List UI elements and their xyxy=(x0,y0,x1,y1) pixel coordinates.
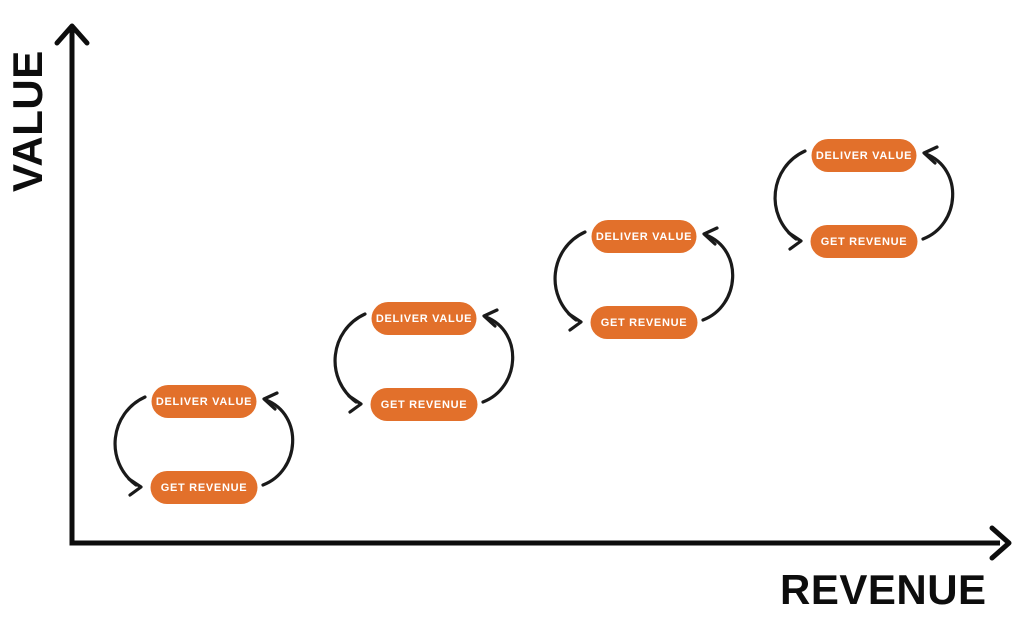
growth-cycle-3: DELIVER VALUE GET REVENUE xyxy=(544,218,744,346)
down-arrowhead-icon xyxy=(127,477,143,497)
deliver-value-label: DELIVER VALUE xyxy=(155,395,253,408)
deliver-value-pill: DELIVER VALUE xyxy=(151,385,257,418)
curved-arrow-down-icon xyxy=(553,230,587,322)
growth-cycle-1: DELIVER VALUE GET REVENUE xyxy=(104,383,304,511)
curved-arrow-up-icon xyxy=(481,315,515,404)
down-arrowhead-icon xyxy=(347,394,363,414)
get-revenue-label: GET REVENUE xyxy=(160,481,248,494)
curved-arrow-up-icon xyxy=(701,233,735,322)
x-axis-arrowhead-icon xyxy=(989,525,1012,561)
axis-lines xyxy=(69,30,1000,546)
cycle-2-arrows xyxy=(333,308,515,414)
y-axis-arrowhead-icon xyxy=(54,23,90,46)
deliver-value-pill: DELIVER VALUE xyxy=(371,302,477,335)
up-arrowhead-icon xyxy=(922,145,939,165)
up-arrowhead-icon xyxy=(262,391,279,411)
curved-arrow-down-icon xyxy=(113,395,147,487)
down-arrowhead-icon xyxy=(567,312,583,332)
get-revenue-pill: GET REVENUE xyxy=(590,306,698,339)
growth-cycle-4: DELIVER VALUE GET REVENUE xyxy=(764,137,964,265)
y-axis-label: VALUE xyxy=(4,50,51,192)
curved-arrow-down-icon xyxy=(333,312,367,404)
deliver-value-pill: DELIVER VALUE xyxy=(811,139,917,172)
curved-arrow-up-icon xyxy=(921,152,955,241)
curved-arrow-down-icon xyxy=(773,149,807,241)
get-revenue-label: GET REVENUE xyxy=(380,398,468,411)
get-revenue-label: GET REVENUE xyxy=(600,316,688,329)
cycle-1-arrows xyxy=(113,391,295,497)
deliver-value-pill: DELIVER VALUE xyxy=(591,220,697,253)
get-revenue-pill: GET REVENUE xyxy=(150,471,258,504)
get-revenue-label: GET REVENUE xyxy=(820,235,908,248)
growth-cycle-2: DELIVER VALUE GET REVENUE xyxy=(324,300,524,428)
get-revenue-pill: GET REVENUE xyxy=(810,225,918,258)
up-arrowhead-icon xyxy=(702,226,719,246)
cycle-4-arrows xyxy=(773,145,955,251)
curved-arrow-up-icon xyxy=(261,398,295,487)
cycle-3-arrows xyxy=(553,226,735,332)
deliver-value-label: DELIVER VALUE xyxy=(815,149,913,162)
x-axis-label: REVENUE xyxy=(780,566,987,613)
deliver-value-label: DELIVER VALUE xyxy=(595,230,693,243)
deliver-value-label: DELIVER VALUE xyxy=(375,312,473,325)
up-arrowhead-icon xyxy=(482,308,499,328)
down-arrowhead-icon xyxy=(787,231,803,251)
get-revenue-pill: GET REVENUE xyxy=(370,388,478,421)
